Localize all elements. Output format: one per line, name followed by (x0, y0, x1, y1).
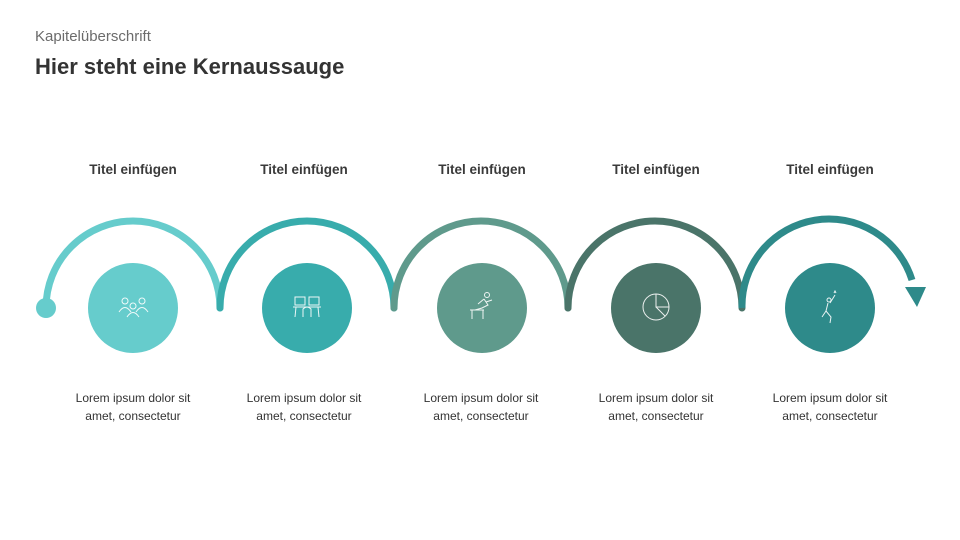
arc-5 (738, 215, 916, 309)
step-circle-1 (88, 263, 178, 353)
step-description-3: Lorem ipsum dolor sit amet, consectetur (401, 389, 561, 425)
step-circle-4 (611, 263, 701, 353)
step-title-2: Titel einfügen (260, 162, 348, 177)
desc-line: Lorem ipsum dolor sit (246, 391, 362, 405)
desc-line: Lorem ipsum dolor sit (75, 391, 191, 405)
pie-chart-icon (642, 293, 670, 321)
step-description-1: Lorem ipsum dolor sit amet, consectetur (53, 389, 213, 425)
step-title-3: Titel einfügen (438, 162, 526, 177)
desc-line: Lorem ipsum dolor sit (423, 391, 539, 405)
desc-line: amet, consectetur (782, 409, 878, 423)
desc-line: amet, consectetur (256, 409, 352, 423)
people-group-icon (118, 297, 149, 318)
arc-2 (216, 217, 398, 312)
workstation-icon (293, 296, 321, 318)
step-circle-2 (262, 263, 352, 353)
desc-line: amet, consectetur (85, 409, 181, 423)
step-title-5: Titel einfügen (786, 162, 874, 177)
step-title-1: Titel einfügen (89, 162, 177, 177)
arc-3 (390, 217, 572, 312)
desc-line: amet, consectetur (433, 409, 529, 423)
desc-line: Lorem ipsum dolor sit (772, 391, 888, 405)
step-description-5: Lorem ipsum dolor sit amet, consectetur (750, 389, 910, 425)
hurdle-runner-icon (470, 292, 493, 319)
arc-1 (42, 217, 224, 312)
arc-4 (564, 217, 746, 312)
page-title: Hier steht eine Kernaussauge (35, 54, 345, 79)
step-description-4: Lorem ipsum dolor sit amet, consectetur (576, 389, 736, 425)
step-title-4: Titel einfügen (612, 162, 700, 177)
step-description-2: Lorem ipsum dolor sit amet, consectetur (224, 389, 384, 425)
arrow-head-icon (905, 287, 926, 307)
desc-line: amet, consectetur (608, 409, 704, 423)
reaching-star-icon (821, 289, 837, 324)
desc-line: Lorem ipsum dolor sit (598, 391, 714, 405)
step-circle-5 (785, 263, 875, 353)
start-dot (36, 298, 56, 318)
chapter-heading: Kapitelüberschrift (35, 28, 151, 45)
